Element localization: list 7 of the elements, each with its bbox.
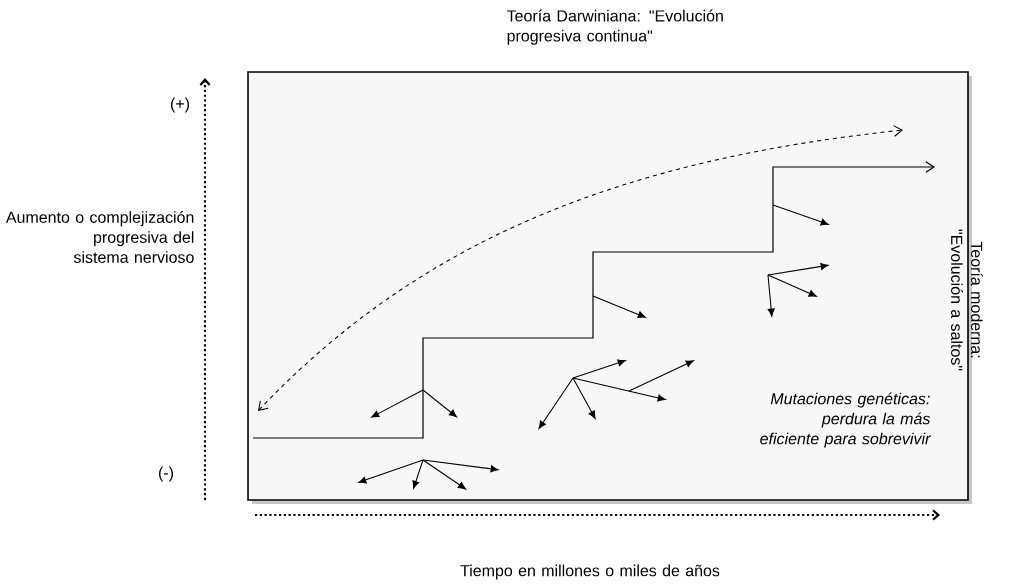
text-label: (-) [159,466,173,482]
text-label: (+) [171,97,189,113]
text-label: Mutaciones genéticas: perdura la más eficiente para sobrevivir [760,392,931,448]
text-label: Teoría moderna: "Evolución a saltos" [951,229,983,371]
text-label: Teoría Darwiniana: "Evolución progresiva continua" [506,9,723,45]
text-label: Aumento o complejización progresiva del sistema nervioso [5,211,194,263]
text-label: Tiempo en millones o miles de años [460,564,720,580]
